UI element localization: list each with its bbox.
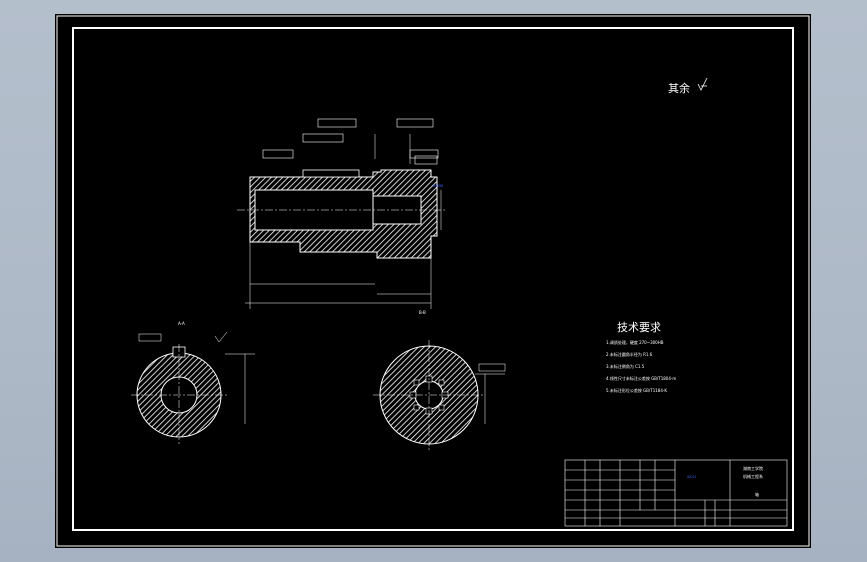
title-block [564, 459, 788, 527]
surface-note: 其余 [668, 81, 690, 95]
inner-border [72, 27, 794, 531]
roughness-symbol-icon [697, 77, 708, 91]
blue-dimension: R5/M8 [433, 184, 443, 188]
school-line2: 机械工程系 [743, 473, 763, 479]
cad-viewport[interactable]: 其余 [55, 14, 811, 548]
tech-item: 1.调质处理，硬度 270~300HB [606, 339, 664, 345]
spline-section-view [373, 340, 506, 450]
section-a-view: A-A [131, 321, 255, 444]
tech-title: 技术要求 [617, 321, 661, 334]
tech-requirements: 技术要求 1.调质处理，硬度 270~300HB 2.未标注圆角半径为 R1.6… [606, 321, 676, 393]
main-view-label: B-B [419, 310, 426, 315]
tech-item: 3.未标注倒角为 C1.5 [606, 363, 645, 369]
school-line1: 湖南工学院 [743, 465, 763, 471]
tech-item: 2.未标注圆角半径为 R1.6 [606, 351, 653, 357]
tech-item: 5.未标注形位公差按 GB/T1184-K [606, 387, 667, 393]
drawing-sheet: 其余 [56, 15, 810, 547]
part-name: 轴 [755, 491, 759, 497]
section-a-label: A-A [178, 321, 185, 326]
outer-border [56, 15, 810, 547]
tech-item: 4.线性尺寸未标注公差按 GB/T1804-m [606, 375, 676, 381]
drawing-number: XX-01 [687, 475, 696, 479]
main-section-view: B-B R5/M8 [237, 118, 447, 315]
